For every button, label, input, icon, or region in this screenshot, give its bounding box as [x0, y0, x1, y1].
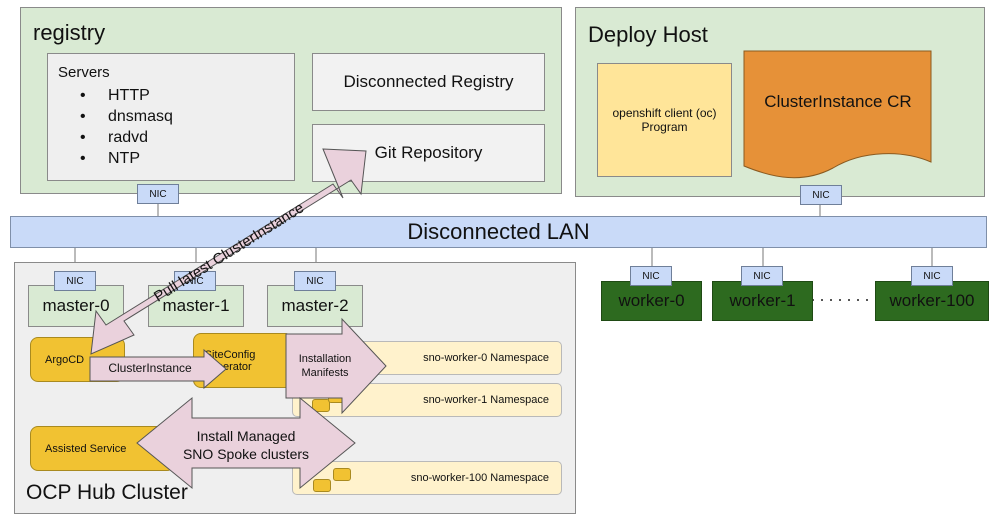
worker-0-nic: NIC — [630, 266, 672, 286]
installation-manifests-arrow — [285, 317, 387, 415]
argocd-label: ArgoCD — [45, 353, 85, 366]
master-0-nic: NIC — [54, 271, 96, 291]
disconnected-registry-box: Disconnected Registry — [312, 53, 545, 111]
servers-box: Servers HTTP dnsmasq radvd NTP — [47, 53, 295, 181]
worker-100-nic: NIC — [911, 266, 953, 286]
deploy-host-title: Deploy Host — [588, 22, 708, 47]
install-managed-arrow — [136, 396, 356, 490]
pull-cluster-instance-arrow — [90, 148, 367, 355]
assisted-service-label: Assisted Service — [45, 442, 127, 455]
server-item-radvd: radvd — [48, 127, 288, 148]
registry-panel: registry Servers HTTP dnsmasq radvd NTP … — [20, 7, 562, 194]
worker-0-label: worker-0 — [618, 291, 685, 310]
cluster-icon-1a — [312, 399, 330, 412]
master-2-nic: NIC — [294, 271, 336, 291]
oc-program-box: openshift client (oc) Program — [597, 63, 732, 177]
server-item-ntp: NTP — [48, 148, 288, 169]
disconnected-lan-bar: Disconnected LAN — [10, 216, 987, 248]
git-repository-label: Git Repository — [374, 143, 483, 162]
deploy-host-panel: Deploy Host openshift client (oc) Progra… — [575, 7, 985, 197]
cluster-instance-cr-label: ClusterInstance CR — [764, 92, 912, 111]
servers-label: Servers — [58, 64, 110, 81]
master-2-label: master-2 — [281, 296, 349, 315]
hub-cluster-title: OCP Hub Cluster — [26, 481, 188, 504]
master-2-node: master-2 — [267, 285, 363, 327]
oc-program-label: openshift client (oc) Program — [612, 106, 717, 134]
deploy-host-nic: NIC — [800, 185, 842, 205]
worker-1-nic: NIC — [741, 266, 783, 286]
cluster-instance-cr-shape — [743, 50, 932, 179]
namespace-sno-worker-100: sno-worker-100 Namespace — [292, 461, 562, 495]
worker-100-label: worker-100 — [889, 291, 975, 310]
worker-0-node: worker-0 — [601, 281, 702, 321]
install-managed-arrow-label: Install Managed SNO Spoke clusters — [182, 428, 310, 462]
master-0-label: master-0 — [42, 296, 110, 315]
namespace-0-label: sno-worker-0 Namespace — [423, 352, 549, 364]
namespace-1-label: sno-worker-1 Namespace — [423, 394, 549, 406]
namespace-100-label: sno-worker-100 Namespace — [410, 472, 549, 484]
worker-1-label: worker-1 — [729, 291, 796, 310]
server-item-dnsmasq: dnsmasq — [48, 106, 288, 127]
installation-manifests-arrow-label: Installation Manifests — [298, 353, 352, 379]
cluster-icon-100b — [333, 468, 351, 481]
servers-list: HTTP dnsmasq radvd NTP — [48, 85, 288, 169]
registry-title: registry — [33, 20, 106, 45]
server-item-http: HTTP — [48, 85, 288, 106]
master-1-label: master-1 — [162, 296, 230, 315]
cluster-instance-arrow — [89, 348, 227, 390]
registry-nic: NIC — [137, 184, 179, 204]
disconnected-registry-label: Disconnected Registry — [343, 72, 514, 91]
cluster-instance-arrow-label: ClusterInstance — [108, 361, 192, 375]
master-0-node: master-0 — [28, 285, 124, 327]
disconnected-lan-label: Disconnected LAN — [407, 219, 590, 244]
cluster-icon-100a — [313, 479, 331, 492]
